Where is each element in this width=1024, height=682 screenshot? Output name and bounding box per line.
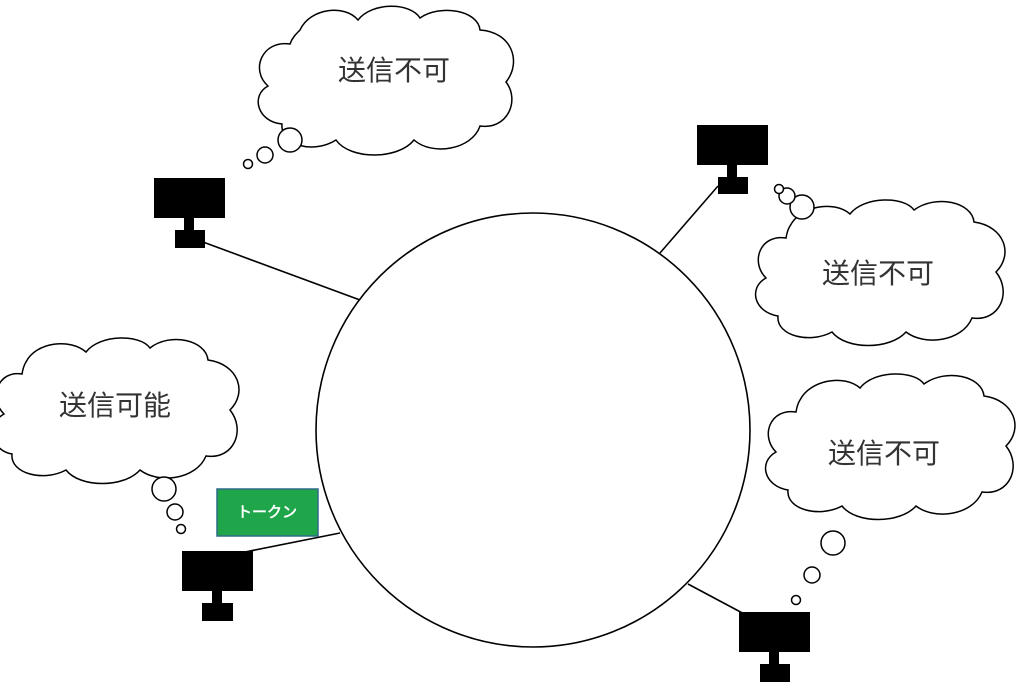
thought-cloud-right: [764, 373, 1016, 606]
status-label-left: 送信可能: [59, 389, 171, 422]
thought-cloud-left: [0, 337, 240, 535]
ring-network: [315, 212, 751, 648]
link-top-right: [659, 185, 719, 254]
status-label-top-left: 送信不可: [338, 54, 450, 87]
link-bottom-right: [687, 583, 749, 617]
token-label: トークン: [237, 503, 297, 521]
status-label-top-right: 送信不可: [822, 257, 934, 290]
terminal-bottom-left: [182, 551, 253, 621]
terminal-top-right: [697, 125, 768, 194]
thought-cloud-top-left: [242, 5, 515, 170]
token-badge: トークン: [216, 488, 319, 537]
link-top-left: [202, 241, 361, 301]
terminal-bottom-right: [739, 612, 810, 682]
link-bottom-left: [239, 532, 341, 554]
thought-cloud-top-right: [754, 183, 1006, 347]
terminal-top-left: [154, 178, 225, 248]
status-label-right: 送信不可: [828, 437, 940, 470]
